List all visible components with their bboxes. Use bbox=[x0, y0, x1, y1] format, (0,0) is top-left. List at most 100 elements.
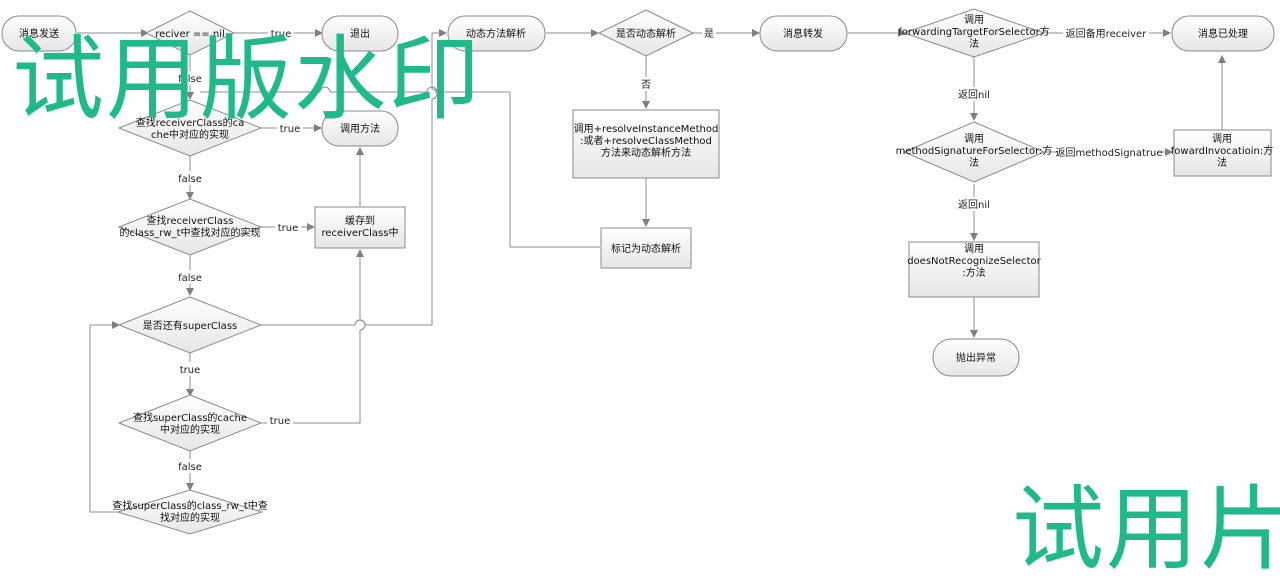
node-dynamic-resolution[interactable]: 动态方法解析 bbox=[447, 15, 546, 52]
nodes: 消息发送 reciver == nil 退出 查找receiverClass的c… bbox=[1, 8, 1275, 535]
node-find-cache-label-line-2: che中对应的实现 bbox=[151, 128, 229, 141]
node-not-recognize-label-line-2: doesNotRecognizeSelector bbox=[907, 256, 1041, 267]
edge-label-super-true: true bbox=[180, 365, 201, 376]
node-find-super-rw-label-line-2: 找对应的实现 bbox=[160, 511, 220, 524]
edge-super-rw-false-loop bbox=[89, 321, 121, 513]
svg-text:是否还有superClass: 是否还有superClass bbox=[143, 319, 237, 332]
node-method-signature-label: 调用 bbox=[964, 133, 984, 145]
edge-label-cache-true: true bbox=[280, 124, 301, 135]
node-exit[interactable]: 退出 bbox=[321, 15, 399, 52]
node-throw-exception-label: 抛出异常 bbox=[956, 351, 996, 364]
svg-text:动态方法解析: 动态方法解析 bbox=[466, 27, 526, 40]
node-forward-invocation-label-line-2: fowardInvocatioin:方 bbox=[1171, 144, 1273, 157]
edge-label-cache-false: false bbox=[178, 174, 202, 185]
edges bbox=[77, 29, 1226, 513]
edge-labels: true false true false true false true tr… bbox=[176, 26, 1163, 473]
node-forwarding-target-label-line-2: forwardingTargetForSelector方 bbox=[898, 25, 1049, 38]
svg-text:查找superClass的class_rw_t中查找对应的实: 查找superClass的class_rw_t中查找对应的实现 bbox=[112, 499, 268, 524]
node-call-resolve-label-line-2: :或者+resolveClassMethod bbox=[580, 135, 712, 147]
node-find-cache-label: 查找receiverClass的ca bbox=[136, 116, 245, 129]
edge-label-return-nil-2: 返回nil bbox=[958, 199, 990, 211]
edge-super-false-to-dyn bbox=[261, 29, 447, 326]
node-call-method-label: 调用方法 bbox=[340, 122, 380, 135]
svg-text:消息已处理: 消息已处理 bbox=[1198, 27, 1248, 40]
node-receiver-nil-check-label: reciver == nil bbox=[155, 29, 225, 40]
node-method-signature-label-line-2: methodSignatureForSelector:方 bbox=[896, 144, 1053, 157]
node-has-superclass-label: 是否还有superClass bbox=[143, 319, 237, 332]
node-message-handled[interactable]: 消息已处理 bbox=[1171, 15, 1275, 52]
node-receiver-nil-check[interactable]: reciver == nil bbox=[144, 10, 236, 56]
node-find-super-cache-label-line-2: 中对应的实现 bbox=[160, 423, 220, 436]
node-find-rw-label: 查找receiverClass bbox=[147, 214, 234, 227]
node-not-recognize-label: 调用 bbox=[964, 243, 984, 255]
node-mark-dynamic[interactable]: 标记为动态解析 bbox=[600, 227, 692, 269]
node-call-method[interactable]: 调用方法 bbox=[321, 110, 399, 147]
edge-label-super-cache-true: true bbox=[270, 416, 291, 427]
edge-label-nil-true: true bbox=[271, 29, 292, 40]
node-message-send-label: 消息发送 bbox=[19, 27, 59, 40]
edge-label-return-receiver: 返回备用receiver bbox=[1066, 27, 1148, 40]
node-call-resolve-label-line-3: 方法来动态解析方法 bbox=[601, 146, 691, 159]
edge-label-super-cache-false: false bbox=[178, 462, 202, 473]
edge-label-return-signature: 返回methodSignatrue bbox=[1055, 147, 1162, 159]
svg-text:reciver == nil: reciver == nil bbox=[155, 29, 225, 40]
svg-text:调用方法: 调用方法 bbox=[340, 122, 380, 135]
node-message-forward-label: 消息转发 bbox=[783, 27, 823, 40]
node-message-handled-label: 消息已处理 bbox=[1198, 27, 1248, 40]
node-method-signature-label-line-3: 法 bbox=[969, 156, 979, 169]
edge-label-dyn-no: 否 bbox=[641, 79, 651, 91]
edge-super-cache-true-to-cache bbox=[261, 249, 366, 424]
node-message-send[interactable]: 消息发送 bbox=[1, 15, 77, 52]
svg-text:调用+resolveInstanceMethod:或者+re: 调用+resolveInstanceMethod:或者+resolveClass… bbox=[574, 123, 719, 159]
svg-text:退出: 退出 bbox=[350, 27, 370, 40]
node-cache-to-class-label-line-2: receiverClass中 bbox=[322, 226, 399, 239]
node-call-resolve[interactable]: 调用+resolveInstanceMethod:或者+resolveClass… bbox=[572, 109, 720, 179]
svg-text:消息发送: 消息发送 bbox=[19, 27, 59, 40]
node-has-superclass[interactable]: 是否还有superClass bbox=[117, 296, 263, 354]
edge-label-rw-true: true bbox=[278, 223, 299, 234]
node-find-rw-label-line-2: 的class_rw_t中查找对应的实现 bbox=[119, 226, 260, 239]
svg-text:消息转发: 消息转发 bbox=[783, 27, 823, 40]
node-not-recognize-label-line-3: :方法 bbox=[962, 266, 985, 279]
node-message-forward[interactable]: 消息转发 bbox=[759, 15, 848, 52]
node-mark-dynamic-label: 标记为动态解析 bbox=[611, 242, 681, 255]
node-call-resolve-label: 调用+resolveInstanceMethod bbox=[574, 123, 719, 135]
node-forwarding-target-label-line-3: 法 bbox=[969, 37, 979, 50]
node-find-super-rw-label: 查找superClass的class_rw_t中查 bbox=[112, 499, 268, 512]
node-find-super-cache-label: 查找superClass的cache bbox=[133, 411, 247, 424]
node-dynamic-resolution-label: 动态方法解析 bbox=[466, 27, 526, 40]
edge-label-return-nil-1: 返回nil bbox=[958, 89, 990, 101]
svg-text:是否动态解析: 是否动态解析 bbox=[616, 27, 676, 40]
flowchart-canvas: true false true false true false true tr… bbox=[1, 8, 1275, 535]
node-forward-invocation-label: 调用 bbox=[1212, 133, 1232, 145]
edge-label-dyn-yes: 是 bbox=[704, 28, 714, 40]
edge-label-nil-false: false bbox=[178, 74, 202, 85]
edge-mark-to-call bbox=[200, 86, 600, 248]
node-cache-to-class-label: 缓存到 bbox=[345, 214, 375, 227]
node-forward-invocation-label-line-3: 法 bbox=[1217, 156, 1227, 169]
node-exit-label: 退出 bbox=[350, 27, 370, 40]
node-is-dynamic[interactable]: 是否动态解析 bbox=[597, 9, 695, 57]
node-throw-exception[interactable]: 抛出异常 bbox=[932, 338, 1020, 377]
edge-label-rw-false: false bbox=[178, 273, 202, 284]
svg-text:抛出异常: 抛出异常 bbox=[956, 351, 996, 364]
node-forwarding-target-label: 调用 bbox=[964, 14, 984, 26]
svg-text:标记为动态解析: 标记为动态解析 bbox=[611, 242, 681, 255]
node-find-super-rw[interactable]: 查找superClass的class_rw_t中查找对应的实现 bbox=[112, 489, 268, 535]
